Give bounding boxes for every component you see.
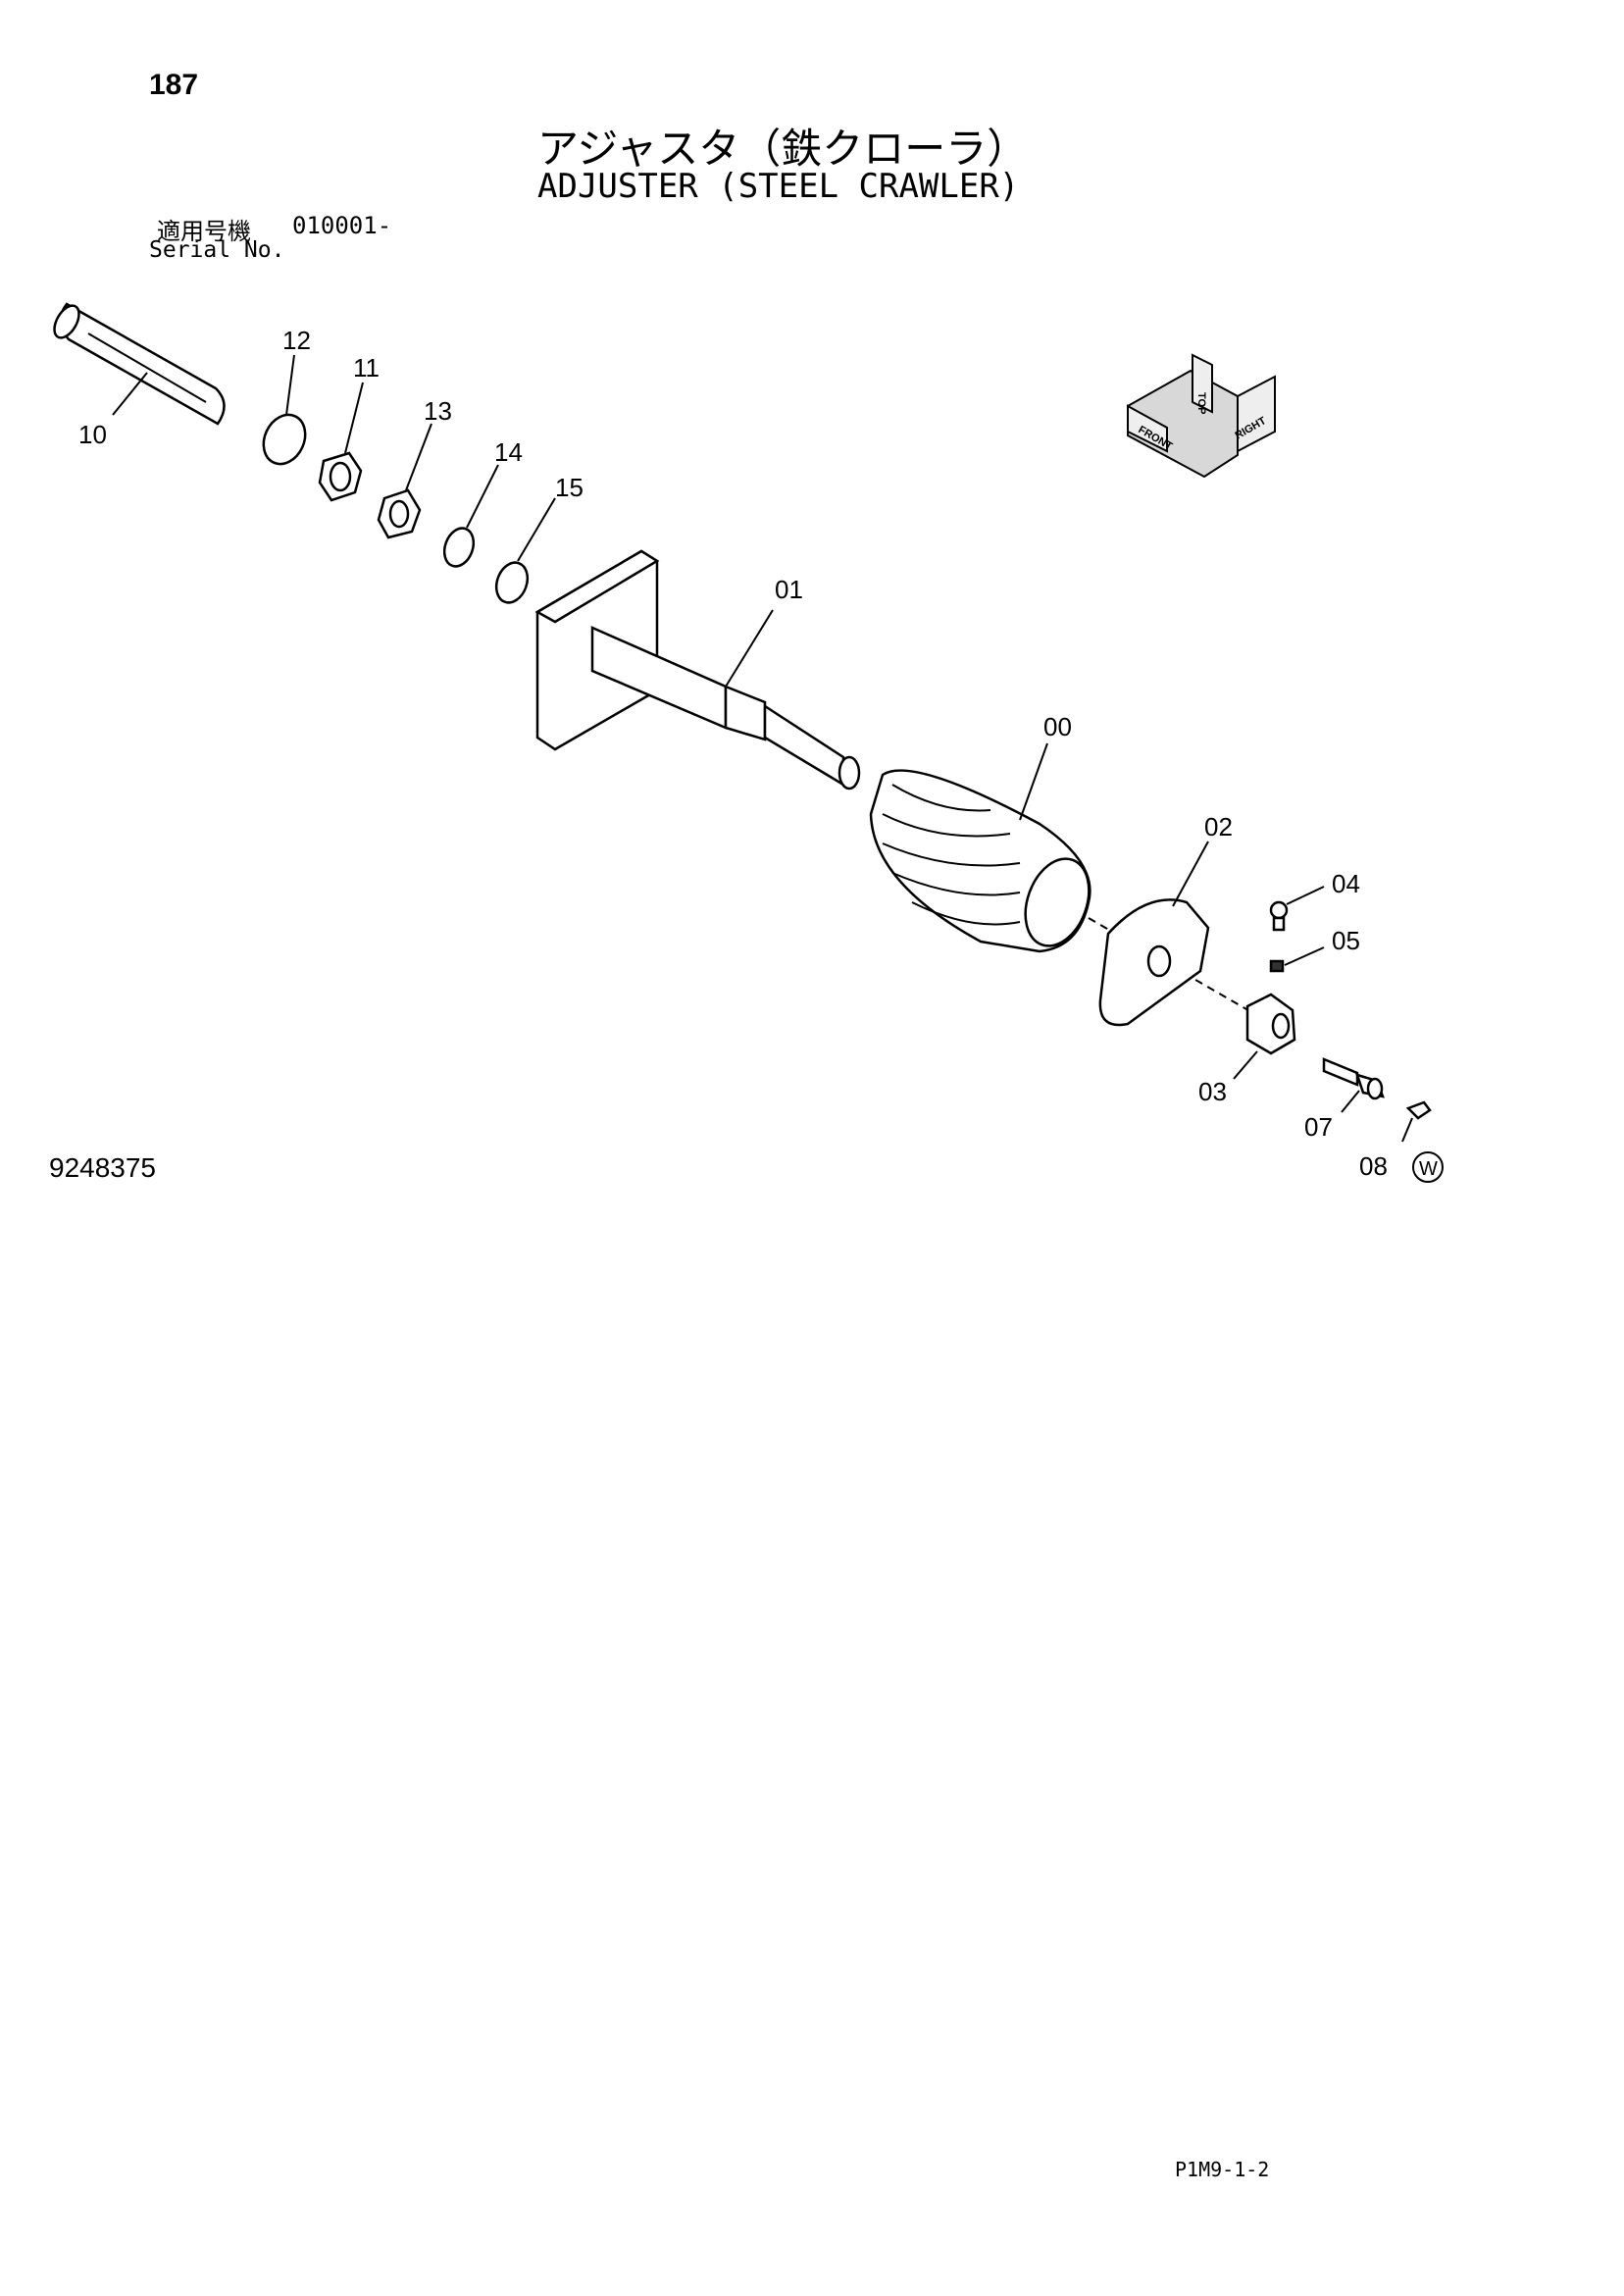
callout-03: 03 <box>1198 1077 1227 1106</box>
part-15-ring <box>494 561 530 604</box>
part-13-nut <box>377 488 422 539</box>
page-number: 187 <box>149 69 199 101</box>
leader-04 <box>1286 886 1325 905</box>
leader-01 <box>725 609 774 688</box>
part-08-clip <box>1405 1100 1432 1120</box>
drawing-number: 9248375 <box>49 1152 157 1183</box>
leader-02 <box>1172 841 1209 907</box>
svg-text:W: W <box>1419 1158 1438 1180</box>
leader-13 <box>405 423 432 491</box>
part-11-nut <box>318 451 363 502</box>
callout-11: 11 <box>353 353 380 383</box>
callout-10: 10 <box>78 420 107 449</box>
part-04-grease-fitting <box>1269 900 1289 932</box>
badge-top-label: TOP <box>1195 392 1207 414</box>
callout-04: 04 <box>1332 869 1360 898</box>
serial-label-japanese: 適用号機 <box>157 218 251 245</box>
part-05-small-part <box>1269 959 1285 973</box>
part-12-snap-ring <box>262 413 307 466</box>
callout-05: 05 <box>1332 926 1360 955</box>
part-01-rod <box>534 549 861 791</box>
part-14-ring <box>442 527 476 568</box>
orientation-badge: FRONT TOP RIGHT <box>1127 353 1276 479</box>
leader-08 <box>1401 1117 1413 1143</box>
part-07-fitting <box>1322 1057 1385 1100</box>
serial-label-english: Serial No. <box>149 237 285 263</box>
leader-10 <box>112 372 148 416</box>
leader-03 <box>1233 1050 1258 1080</box>
part-00-spring <box>869 769 1091 953</box>
part-10-pin <box>53 302 226 426</box>
callout-14: 14 <box>494 437 523 467</box>
part-03-hex-body <box>1245 993 1296 1055</box>
callout-13: 13 <box>424 396 452 426</box>
serial-range: 010001- <box>292 212 392 239</box>
callout-01: 01 <box>775 575 803 604</box>
page-code: P1M9-1-2 <box>1175 2158 1270 2181</box>
leader-00 <box>1019 742 1048 821</box>
leader-14 <box>466 464 499 529</box>
callout-00: 00 <box>1043 712 1072 741</box>
leader-15 <box>517 497 556 562</box>
title-japanese: アジャスタ（鉄クローラ） <box>537 126 1029 172</box>
note-w-symbol: W <box>1412 1151 1444 1183</box>
callout-12: 12 <box>282 326 311 355</box>
leader-07 <box>1341 1090 1360 1113</box>
leader-12 <box>285 354 295 416</box>
callout-02: 02 <box>1204 812 1233 842</box>
callout-07: 07 <box>1304 1112 1333 1142</box>
leader-11 <box>344 382 364 454</box>
part-02-plate <box>1098 898 1210 1027</box>
callout-15: 15 <box>555 473 584 502</box>
callout-08: 08 <box>1359 1151 1388 1181</box>
leader-05 <box>1284 946 1325 966</box>
title-english: ADJUSTER (STEEL CRAWLER) <box>537 167 1020 206</box>
